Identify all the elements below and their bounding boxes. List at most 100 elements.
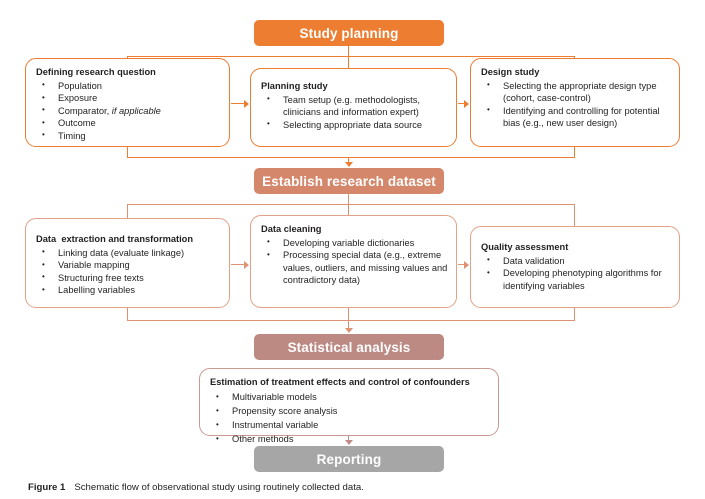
list-item-emphasis: if applicable [111,105,161,116]
connector-planning-stem [348,46,350,56]
list-item: Identifying and controlling for potentia… [481,104,671,130]
connector-planning-drop-mid [348,56,350,69]
list-item-text: Processing special data (e.g., extreme v… [283,250,448,286]
list-item: Processing special data (e.g., extreme v… [261,249,448,287]
list-item: Comparator, if applicable [36,104,221,118]
list-item: Outcome [36,117,221,130]
connector-extraction-to-cleaning [231,264,244,266]
connector-dataset-stem [348,194,350,204]
box-estimation-list: Multivariable models Propensity score an… [210,390,490,446]
list-item-text: Developing phenotyping algorithms for id… [503,268,662,291]
connector-row1-up-right [574,147,576,158]
box-data-extraction-transformation[interactable]: Data extraction and transformation Linki… [25,218,230,308]
list-item-text: Identifying and controlling for potentia… [503,105,660,129]
box-quality-title: Quality assessment [481,242,569,252]
box-defining-research-question[interactable]: Defining research question Population Ex… [25,58,230,147]
figure-caption-text: Schematic flow of observational study us… [74,482,364,493]
list-item: Propensity score analysis [210,404,490,418]
box-planning-study[interactable]: Planning study Team setup (e.g. methodol… [250,68,457,147]
box-estimation-treatment-effects[interactable]: Estimation of treatment effects and cont… [199,368,499,446]
banner-study-planning: Study planning [254,20,444,46]
arrowhead-planning-to-design [464,99,469,108]
connector-dataset-drop-left [127,204,129,218]
connector-row2-up-left [127,308,129,321]
box-quality-assessment[interactable]: Quality assessment Data validation Devel… [470,226,680,308]
list-item-text: Selecting appropriate data source [283,119,423,130]
box-data-cleaning[interactable]: Data cleaning Developing variable dictio… [250,215,457,308]
connector-planning-bus [127,56,575,58]
list-item-text: Selecting the appropriate design type (c… [503,80,657,104]
list-item: Linking data (evaluate linkage) [36,246,221,260]
list-item: Labelling variables [36,284,221,297]
list-item-text: Linking data (evaluate linkage) [58,247,185,258]
list-item: Data validation [481,254,671,268]
list-item: Developing phenotyping algorithms for id… [481,267,671,292]
connector-row2-bottom-bus [127,320,575,322]
list-item-text: Data validation [503,255,565,266]
box-defining-list: Population Exposure Comparator, if appli… [36,79,221,143]
list-item: Timing [36,129,221,143]
connector-dataset-drop-right [574,204,576,226]
connector-planning-to-design [458,103,465,105]
list-item: Variable mapping [36,259,221,272]
connector-estimation-to-reporting [348,436,350,441]
box-estimation-title: Estimation of treatment effects and cont… [210,377,470,387]
list-item: Team setup (e.g. methodologists, clinici… [261,93,448,119]
connector-row1-to-dataset [348,157,350,163]
connector-row1-up-left [127,147,129,158]
list-item: Developing variable dictionaries [261,236,448,250]
connector-dataset-drop-mid [348,204,350,215]
box-design-title: Design study [481,67,540,77]
list-item-text: Outcome [58,118,96,129]
list-item: Structuring free texts [36,271,221,285]
banner-statistical-analysis: Statistical analysis [254,334,444,360]
box-quality-list: Data validation Developing phenotyping a… [481,254,671,293]
connector-row2-to-stats [348,308,350,329]
list-item-text: Structuring free texts [58,272,144,283]
list-item-text: Developing variable dictionaries [283,237,415,248]
box-extraction-title: Data extraction and transformation [36,234,194,244]
arrowhead-defining-to-planning [244,99,249,108]
list-item-text: Multivariable models [232,392,317,402]
connector-row2-up-right [574,308,576,321]
banner-reporting: Reporting [254,446,444,472]
list-item-text: Propensity score analysis [232,406,338,416]
arrowhead-estimation-to-reporting [344,440,353,445]
list-item-text: Other methods [232,434,294,444]
arrowhead-cleaning-to-quality [464,260,469,269]
box-planning-title: Planning study [261,81,328,91]
banner-study-planning-label: Study planning [299,25,399,41]
connector-defining-to-planning [231,103,244,105]
arrowhead-row2-to-stats [344,328,353,333]
list-item: Multivariable models [210,390,490,404]
list-item-text: Variable mapping [58,260,130,271]
list-item-text: Labelling variables [58,285,136,296]
connector-cleaning-to-quality [458,264,465,266]
banner-establish-dataset-label: Establish research dataset [262,173,436,189]
box-extraction-list: Linking data (evaluate linkage) Variable… [36,246,221,297]
box-design-study[interactable]: Design study Selecting the appropriate d… [470,58,680,147]
connector-row1-bottom-bus [127,157,575,159]
list-item-text: Population [58,80,102,91]
box-design-list: Selecting the appropriate design type (c… [481,79,671,130]
list-item: Other methods [210,432,490,446]
box-cleaning-list: Developing variable dictionaries Process… [261,236,448,287]
list-item-text: Team setup (e.g. methodologists, clinici… [283,94,420,118]
banner-establish-dataset: Establish research dataset [254,168,444,194]
list-item-text: Timing [58,130,86,141]
list-item: Exposure [36,92,221,105]
list-item: Selecting the appropriate design type (c… [481,79,671,105]
arrowhead-row1-to-dataset [344,162,353,167]
connector-dataset-bus [127,204,575,206]
list-item: Selecting appropriate data source [261,118,448,132]
banner-statistical-analysis-label: Statistical analysis [287,339,411,355]
list-item-text: Comparator, [58,105,112,116]
list-item: Instrumental variable [210,418,490,432]
banner-reporting-label: Reporting [316,451,382,467]
arrowhead-extraction-to-cleaning [244,260,249,269]
list-item-text: Exposure [58,93,98,104]
box-cleaning-title: Data cleaning [261,224,322,234]
box-defining-title: Defining research question [36,67,156,77]
